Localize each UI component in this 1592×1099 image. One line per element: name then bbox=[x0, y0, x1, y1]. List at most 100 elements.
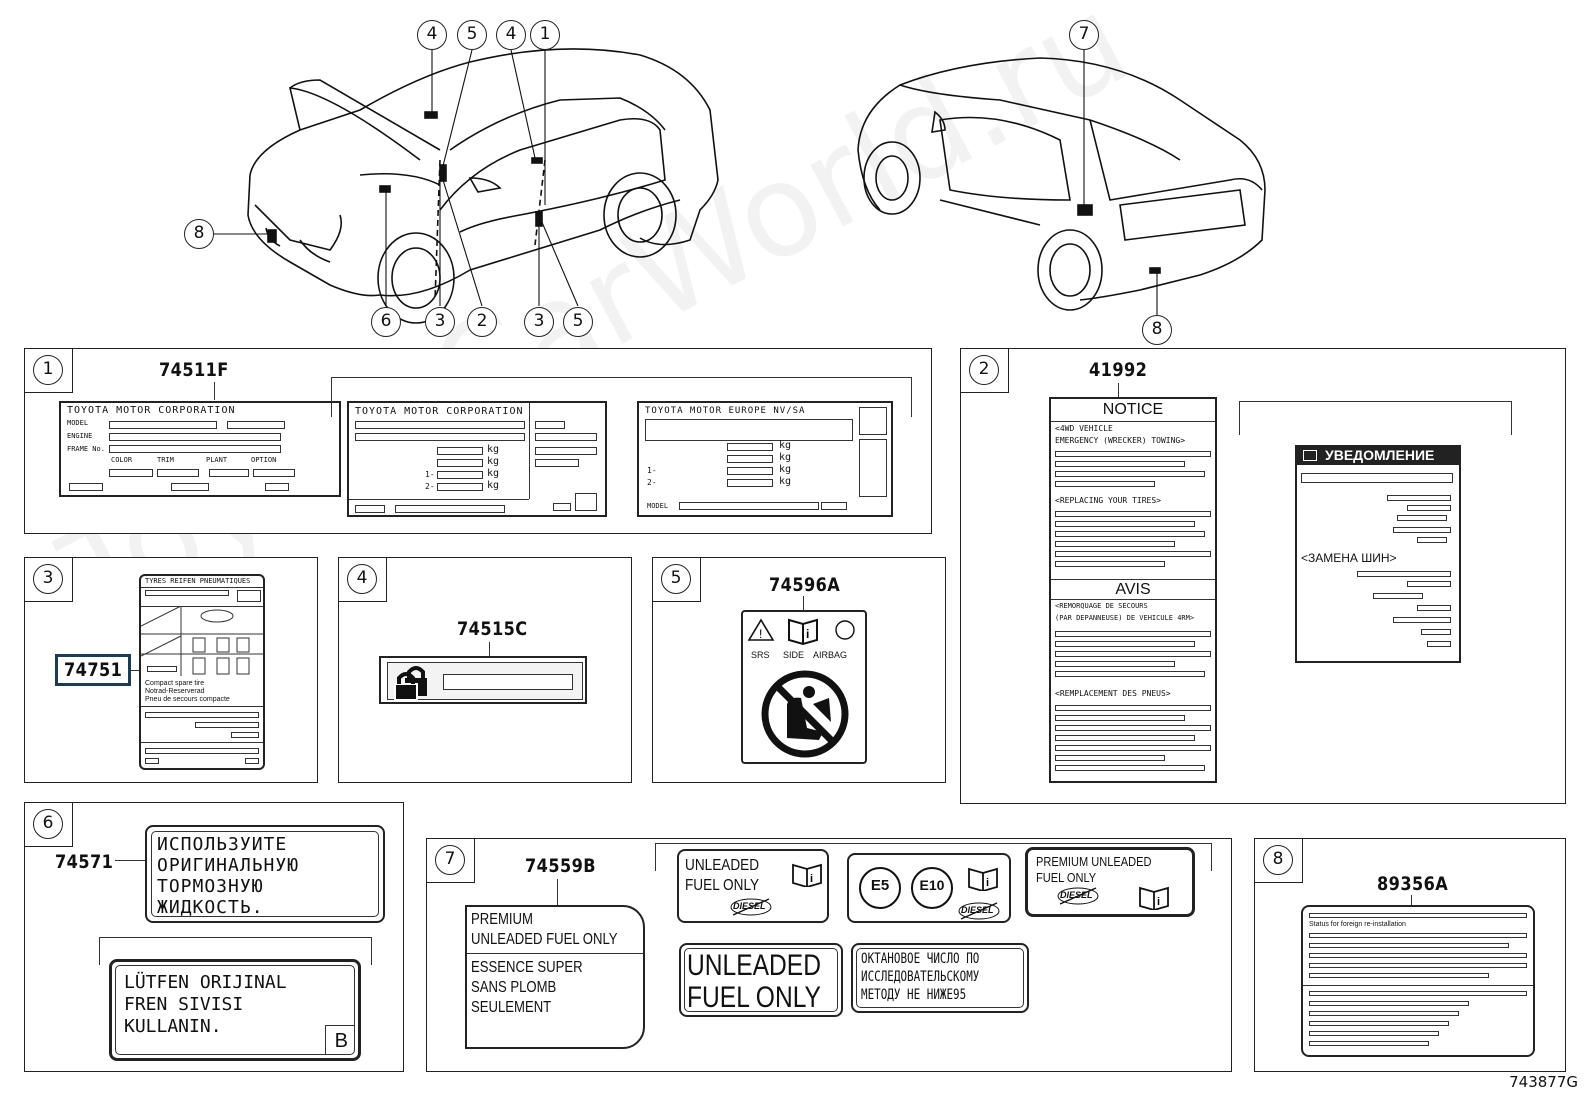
callout-5-bottom: 5 bbox=[563, 307, 593, 337]
label-b-kg-2: kg bbox=[487, 456, 500, 467]
unleaded-small-line-1: UNLEADED bbox=[685, 857, 760, 874]
callout-4b-top: 4 bbox=[496, 20, 526, 50]
premium-unleaded-label: PREMIUM UNLEADED FUEL ONLY DIESEL i bbox=[1025, 847, 1195, 917]
notice-heading: NOTICE bbox=[1102, 401, 1164, 418]
notice-label-en-fr: NOTICE <4WD VEHICLE EMERGENCY (WRECKER) … bbox=[1049, 397, 1217, 783]
e5-badge: E5 bbox=[870, 877, 890, 894]
label-b-row-2: 2- bbox=[425, 482, 435, 491]
diesel-crossed-2: DIESEL bbox=[961, 905, 994, 915]
figure-id: 743877G bbox=[1509, 1073, 1578, 1091]
label-a-title: TOYOTA MOTOR CORPORATION bbox=[67, 405, 236, 416]
part-number-74515C: 74515C bbox=[457, 618, 528, 640]
srs-airbag-label: ! i SRS SIDE AIRBAG bbox=[741, 610, 867, 764]
panel-7: 7 74559B PREMIUM UNLEADED FUEL ONLY ESSE… bbox=[426, 838, 1232, 1072]
tire-pressure-label: TYRES REIFEN PNEUMATIQUES Compact spare … bbox=[139, 574, 265, 770]
essence-line-3: SEULEMENT bbox=[471, 999, 552, 1016]
part-number-74751-box: 74751 bbox=[55, 654, 131, 686]
e5-e10-label: E5 E10 i DIESEL bbox=[847, 853, 1011, 923]
label-b-kg-3: kg bbox=[487, 468, 500, 479]
vin-plate-label-b: TOYOTA MOTOR CORPORATION kg kg 1- kg 2- … bbox=[347, 401, 607, 517]
tr-brake-line-1: LÜTFEN ORIJINAL bbox=[124, 972, 287, 993]
unleaded-small-line-2: FUEL ONLY bbox=[685, 877, 760, 894]
label-c-kg-2: kg bbox=[779, 452, 792, 463]
lock-icon bbox=[394, 666, 427, 701]
side-text: SIDE bbox=[783, 650, 805, 660]
tire-label-line-2: Notrad-Reserverad bbox=[145, 688, 205, 695]
callout-1-top: 1 bbox=[530, 20, 560, 50]
label-c-kg-3: kg bbox=[779, 464, 792, 475]
label-b-kg-1: kg bbox=[487, 444, 500, 455]
ru-notice-heading: УВЕДОМЛЕНИЕ bbox=[1325, 447, 1435, 463]
panel-6-number: 6 bbox=[33, 809, 63, 839]
replacing-tires: <REPLACING YOUR TIRES> bbox=[1055, 496, 1161, 505]
panel-1-number: 1 bbox=[33, 355, 63, 385]
label-a-model: MODEL bbox=[67, 419, 89, 427]
label-b-row-1: 1- bbox=[425, 470, 435, 479]
avis-line-2: (PAR DEPANNEUSE) DE VEHICULE 4RM> bbox=[1055, 614, 1195, 622]
premium-line-2: UNLEADED FUEL ONLY bbox=[471, 931, 618, 948]
front-car-drawing bbox=[247, 48, 719, 324]
label-a-trim: TRIM bbox=[157, 456, 174, 464]
panel-2: 2 41992 NOTICE <4WD VEHICLE EMERGENCY (W… bbox=[960, 348, 1566, 804]
manual-book-icon: i bbox=[792, 863, 822, 887]
part-number-74596A: 74596A bbox=[769, 574, 841, 596]
tr-brake-line-3: KULLANIN. bbox=[124, 1016, 222, 1037]
callout-7-rear: 7 bbox=[1069, 20, 1099, 50]
essence-line-1: ESSENCE SUPER bbox=[471, 959, 583, 976]
label-a-option: OPTION bbox=[251, 456, 277, 464]
notice-line-1: <4WD VEHICLE bbox=[1055, 424, 1113, 433]
tire-label-line-1: Compact spare tire bbox=[145, 680, 205, 687]
premium-unleaded-line-2: FUEL ONLY bbox=[1036, 870, 1097, 885]
foreign-line: Status for foreign re-installation bbox=[1309, 921, 1406, 928]
panel-8-number: 8 bbox=[1263, 845, 1293, 875]
callout-3b-bottom: 3 bbox=[524, 307, 554, 337]
ru-brake-line-3: ТОРМОЗНУЮ bbox=[157, 876, 264, 897]
child-lock-label bbox=[379, 656, 587, 704]
panel-3-number: 3 bbox=[33, 564, 63, 594]
no-child-seat-icon bbox=[761, 670, 849, 758]
part-number-74511F: 74511F bbox=[159, 359, 229, 381]
panel-5-number: 5 bbox=[661, 564, 691, 594]
avis-line-1: <REMORQUAGE DE SECOURS bbox=[1055, 602, 1148, 610]
callout-5-top: 5 bbox=[457, 20, 487, 50]
manual-book-icon-2: i bbox=[968, 867, 998, 891]
vin-plate-label-c: TOYOTA MOTOR EUROPE NV/SA kg kg 1- kg 2-… bbox=[637, 401, 893, 517]
label-a-plant: PLANT bbox=[206, 456, 228, 464]
label-c-kg-4: kg bbox=[779, 476, 792, 487]
part-number-74559B: 74559B bbox=[525, 855, 597, 877]
avis-heading: AVIS bbox=[1115, 581, 1151, 598]
label-c-row-1: 1- bbox=[647, 466, 657, 475]
label-b-kg-4: kg bbox=[487, 480, 500, 491]
panel-3: 3 74751 TYRES REIFEN PNEUMATIQUES Compac… bbox=[24, 557, 318, 783]
tr-brake-line-2: FREN SIVISI bbox=[124, 994, 244, 1015]
callout-6-bottom: 6 bbox=[371, 307, 401, 337]
callout-4-top: 4 bbox=[417, 20, 447, 50]
callout-3-bottom: 3 bbox=[425, 307, 455, 337]
svg-text:i: i bbox=[986, 877, 989, 889]
panel-4: 4 74515C bbox=[338, 557, 632, 783]
ru-brake-line-4: ЖИДКОСТЬ. bbox=[157, 897, 264, 918]
panel-4-number: 4 bbox=[347, 564, 377, 594]
callout-2-bottom: 2 bbox=[467, 307, 497, 337]
brake-fluid-label-tr: LÜTFEN ORIJINAL FREN SIVISI KULLANIN. B bbox=[109, 959, 361, 1061]
octane-line-3: МЕТОДУ НЕ НИЖЕ95 bbox=[861, 987, 967, 1003]
svg-text:i: i bbox=[806, 627, 809, 641]
svg-text:i: i bbox=[810, 873, 813, 885]
label-a-engine: ENGINE bbox=[67, 432, 93, 440]
label-a-color: COLOR bbox=[111, 456, 133, 464]
unleaded-fuel-only-big-label: UNLEADED FUEL ONLY bbox=[679, 943, 843, 1017]
label-c-kg-1: kg bbox=[779, 440, 792, 451]
essence-line-2: SANS PLOMB bbox=[471, 979, 557, 996]
part-number-74751: 74751 bbox=[64, 659, 123, 681]
premium-fuel-label: PREMIUM UNLEADED FUEL ONLY ESSENCE SUPER… bbox=[465, 905, 645, 1049]
label-b-title: TOYOTA MOTOR CORPORATION bbox=[355, 406, 524, 417]
svg-text:i: i bbox=[1157, 896, 1160, 908]
callout-8-front: 8 bbox=[184, 219, 214, 249]
label-c-title: TOYOTA MOTOR EUROPE NV/SA bbox=[645, 406, 806, 416]
octane-line-1: ОКТАНОВОЕ ЧИСЛО ПО bbox=[861, 951, 980, 967]
callout-8-rear: 8 bbox=[1142, 315, 1172, 345]
tr-label-tag: B bbox=[334, 1030, 348, 1052]
label-c-row-2: 2- bbox=[647, 478, 657, 487]
octane-line-2: ИССЛЕДОВАТЕЛЬСКОМУ bbox=[861, 969, 980, 985]
panel-7-number: 7 bbox=[435, 845, 465, 875]
